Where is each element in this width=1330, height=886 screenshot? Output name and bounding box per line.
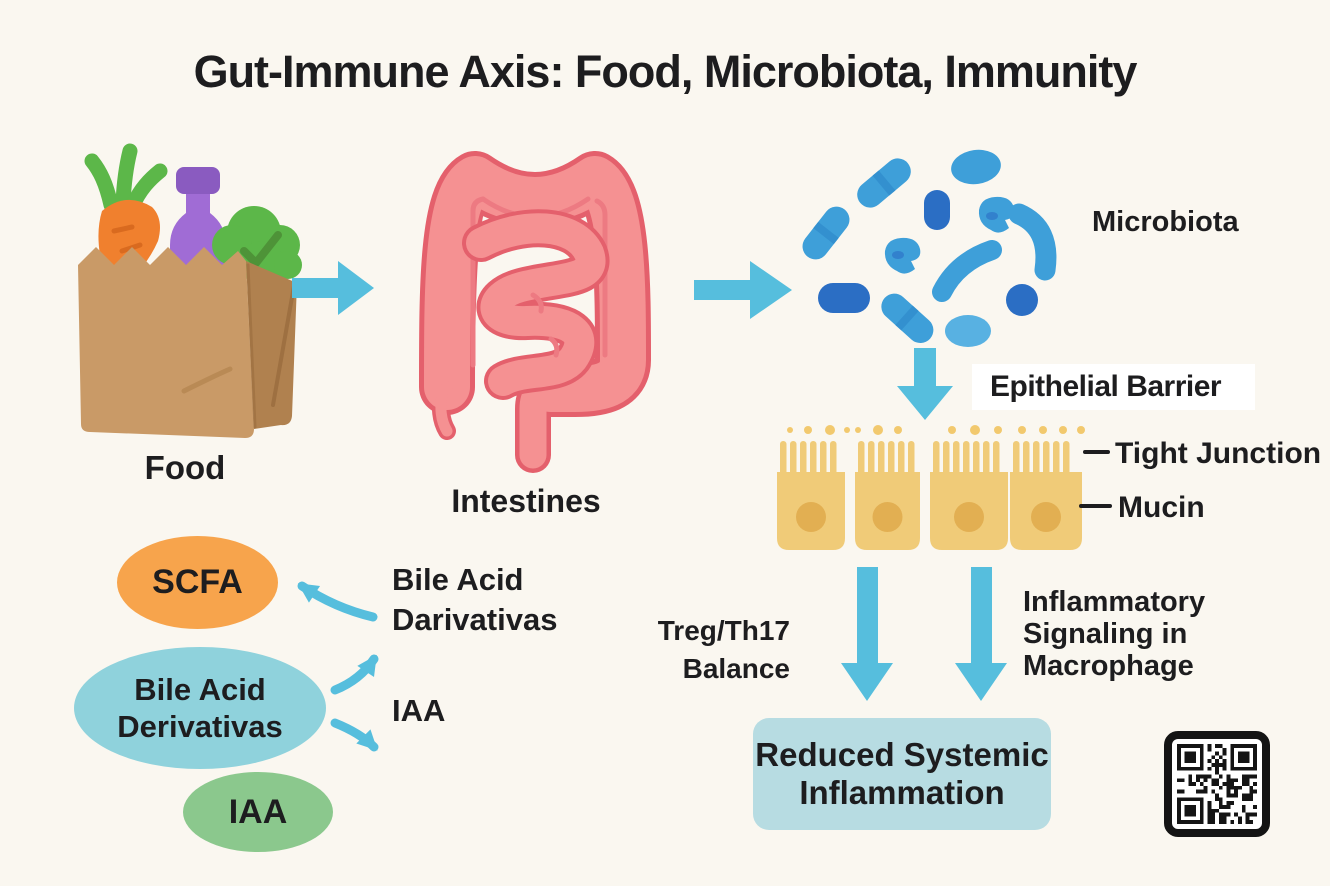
bile-acid-ellipse: Bile Acid Derivativas: [74, 647, 326, 769]
epithelial-barrier-heading: Epithelial Barrier: [972, 364, 1255, 410]
result-box: Reduced Systemic Inflammation: [753, 718, 1051, 830]
intestines-icon: [419, 151, 651, 473]
flow-arrow-food-to-intestines: [292, 261, 374, 315]
grocery-bag-icon: [78, 143, 302, 438]
page-title: Gut-Immune Axis: Food, Microbiota, Immun…: [193, 46, 1138, 97]
flow-arrow-inflammatory: [955, 567, 1007, 701]
bile-ellipse-line1: Bile Acid: [134, 672, 266, 707]
iaa-label: IAA: [228, 792, 288, 831]
flow-arrow-treg: [841, 567, 893, 701]
inflam-line1: Inflammatory: [1023, 586, 1206, 618]
bile-ellipse-line2: Derivativas: [117, 709, 283, 744]
carrot-icon: [84, 143, 168, 286]
iaa-ellipse: IAA: [183, 772, 333, 852]
paper-bag-body: [78, 247, 297, 438]
epithelial-cells-icon: [777, 425, 1085, 550]
tight-junction-leader-line: [1083, 450, 1110, 454]
inflam-line2: Signaling in: [1023, 618, 1188, 650]
scfa-ellipse: SCFA: [117, 536, 278, 629]
food-label: Food: [144, 449, 226, 486]
intestines-label: Intestines: [451, 483, 601, 519]
treg-th17-label: Treg/Th17 Balance: [630, 612, 790, 688]
mucin-leader-line: [1079, 504, 1112, 508]
microbiota-bacteria-icon: [802, 149, 1057, 347]
metabolite-arrows: [297, 581, 379, 752]
bile-note-line1: Bile Acid: [392, 562, 524, 597]
iaa-note: IAA: [392, 693, 446, 728]
arrow-to-scfa: [297, 581, 378, 622]
lettuce-icon: [212, 206, 302, 285]
treg-line2: Balance: [682, 653, 790, 684]
flow-arrow-intestines-to-microbiota: [694, 261, 792, 319]
bile-acid-note: Bile Acid Darivativas: [392, 560, 557, 640]
flow-arrow-microbiota-to-barrier: [897, 348, 953, 420]
qr-code-icon: [1164, 731, 1270, 837]
arrow-to-bile-note: [330, 654, 379, 695]
microbiota-label: Microbiota: [1092, 206, 1239, 238]
result-line1: Reduced Systemic: [755, 736, 1049, 773]
treg-line1: Treg/Th17: [657, 615, 790, 646]
bile-note-line2: Darivativas: [392, 602, 558, 637]
arrow-to-iaa-note: [330, 718, 379, 752]
mucin-label: Mucin: [1118, 491, 1205, 524]
result-line2: Inflammation: [799, 774, 1005, 811]
scfa-label: SCFA: [152, 563, 243, 601]
inflammatory-signaling-label: Inflammatory Signaling in Macrophage: [1023, 586, 1205, 682]
inflam-line3: Macrophage: [1023, 650, 1194, 682]
tight-junction-label: Tight Junction: [1115, 437, 1322, 470]
